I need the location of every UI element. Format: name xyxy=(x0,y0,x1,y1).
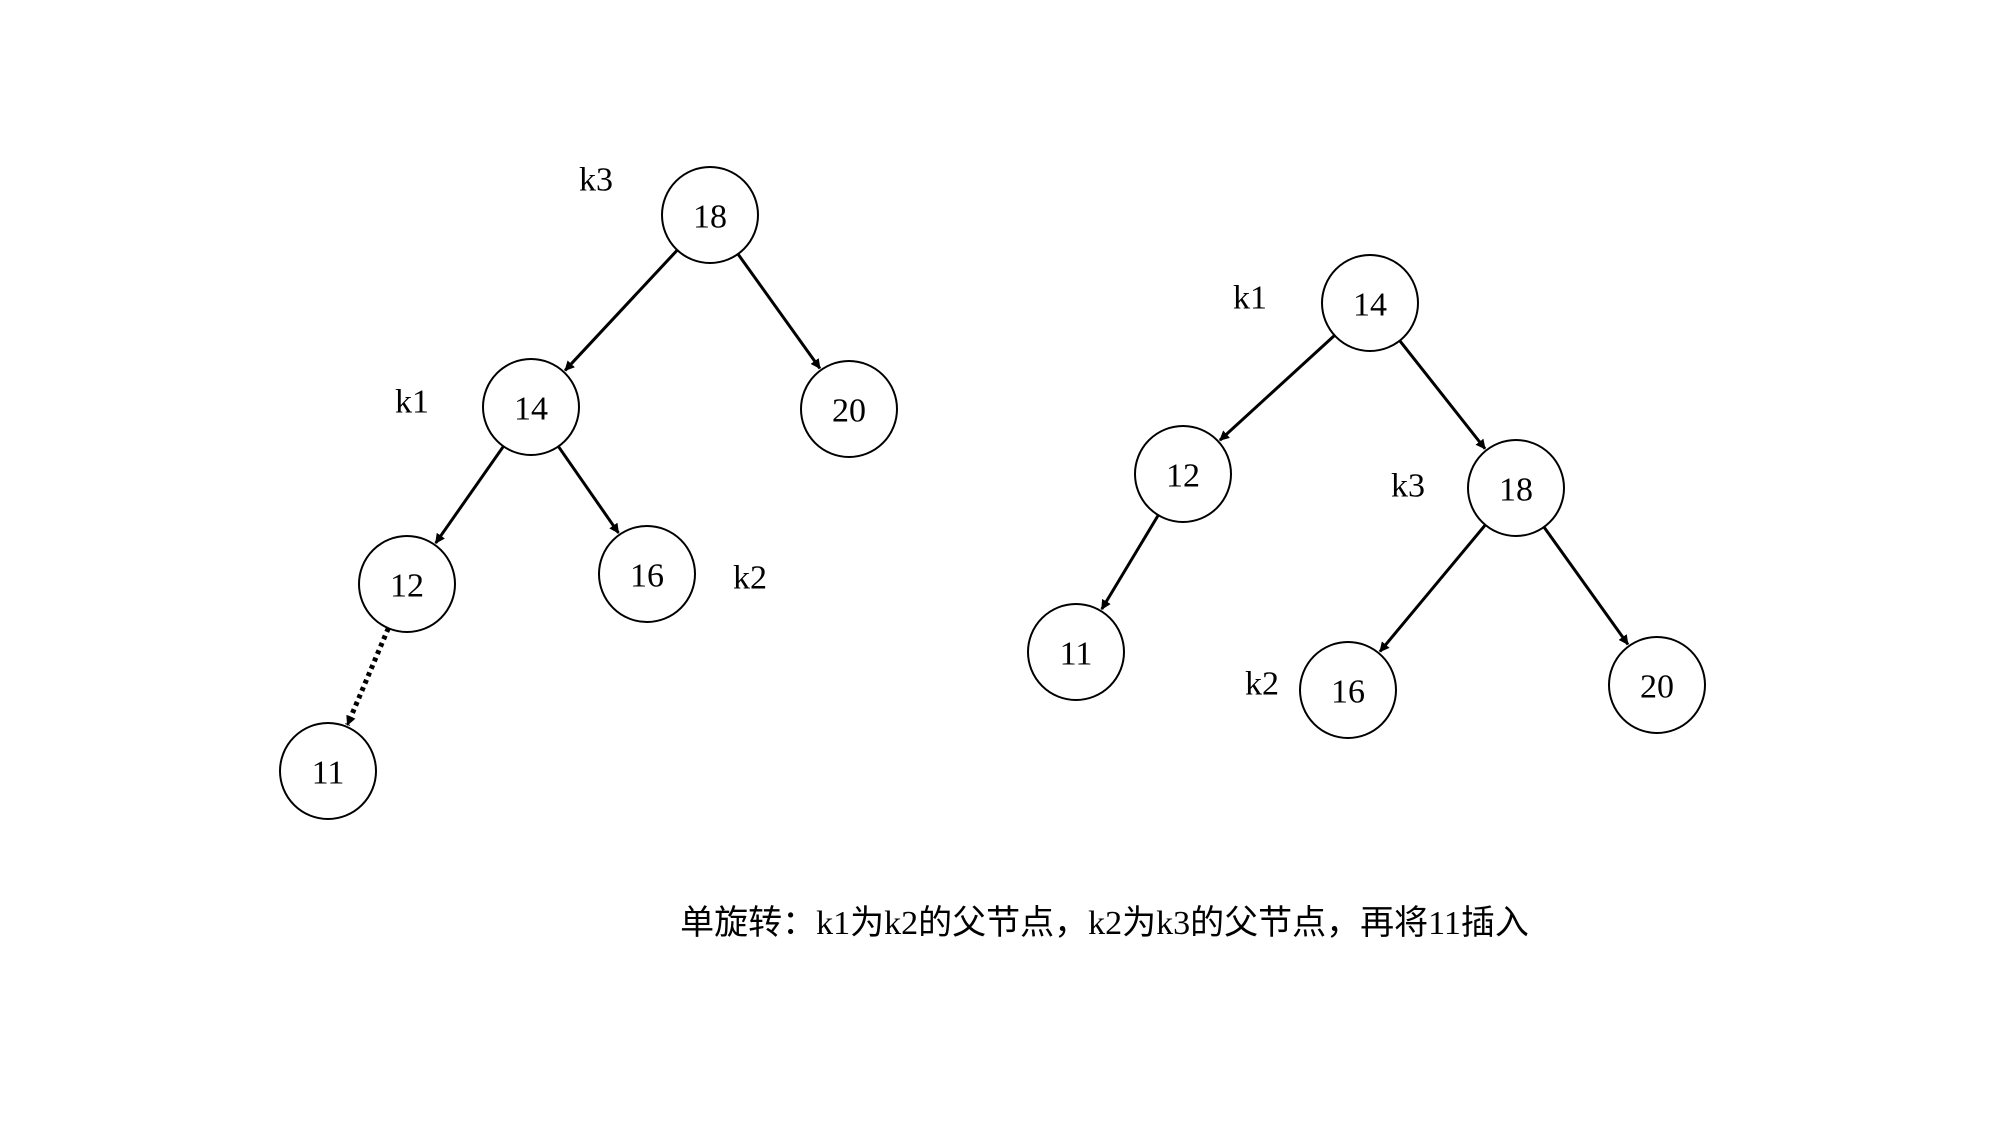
node-value: 14 xyxy=(514,391,548,428)
edge-a18-a20 xyxy=(1542,526,1630,646)
node-value: 18 xyxy=(1499,472,1533,509)
node-circle xyxy=(1299,641,1397,739)
node-value: 16 xyxy=(1331,674,1365,711)
nodes-layer: 18 14 20 12 16 11 14 12 18 11 16 20 xyxy=(279,166,1706,820)
node-tag-a16: k2 xyxy=(1245,666,1279,703)
node-value: 11 xyxy=(1060,636,1093,673)
tree-node-a16: 16 xyxy=(1299,641,1397,739)
node-value: 20 xyxy=(832,393,866,430)
tree-node-a11: 11 xyxy=(1027,603,1125,701)
edge-b14-b16 xyxy=(557,445,620,534)
node-value: 18 xyxy=(693,199,727,236)
tree-node-b20: 20 xyxy=(800,360,898,458)
node-value: 16 xyxy=(630,558,664,595)
edge-a14-a18 xyxy=(1398,339,1487,450)
node-circle xyxy=(598,525,696,623)
node-value: 12 xyxy=(1166,458,1200,495)
diagram-caption: 单旋转：k1为k2的父节点，k2为k3的父节点，再将11插入 xyxy=(680,905,1529,942)
node-value: 20 xyxy=(1640,669,1674,706)
node-tag-b18: k3 xyxy=(579,162,613,199)
node-tag-b14: k1 xyxy=(395,384,429,421)
node-circle xyxy=(1608,636,1706,734)
node-tag-a14: k1 xyxy=(1233,280,1267,317)
node-circle xyxy=(482,358,580,456)
tree-node-b14: 14 xyxy=(482,358,580,456)
node-circle xyxy=(661,166,759,264)
tags-layer: k3 k1 k2 k1 k3 k2 xyxy=(395,162,1425,703)
node-tag-a18: k3 xyxy=(1391,468,1425,505)
tree-node-b12: 12 xyxy=(358,535,456,633)
edge-a14-a12 xyxy=(1218,334,1336,442)
edge-a12-a11 xyxy=(1100,514,1160,611)
edge-b14-b12 xyxy=(434,445,505,544)
node-value: 12 xyxy=(390,568,424,605)
node-value: 14 xyxy=(1353,287,1387,324)
node-circle xyxy=(1027,603,1125,701)
edges-layer xyxy=(345,249,1630,726)
node-tag-b16: k2 xyxy=(733,560,767,597)
tree-node-a14: 14 xyxy=(1321,254,1419,352)
node-circle xyxy=(1134,425,1232,523)
edge-b18-b20 xyxy=(736,253,822,370)
node-circle xyxy=(1321,254,1419,352)
edge-a18-a16 xyxy=(1378,523,1487,653)
tree-node-b16: 16 xyxy=(598,525,696,623)
tree-node-a18: 18 xyxy=(1467,439,1565,537)
tree-node-a12: 12 xyxy=(1134,425,1232,523)
tree-node-b18: 18 xyxy=(661,166,759,264)
node-value: 11 xyxy=(312,755,345,792)
edge-b12-b11 xyxy=(345,627,391,726)
tree-node-a20: 20 xyxy=(1608,636,1706,734)
edge-b18-b14 xyxy=(563,249,679,372)
node-circle xyxy=(279,722,377,820)
node-circle xyxy=(800,360,898,458)
node-circle xyxy=(1467,439,1565,537)
node-circle xyxy=(358,535,456,633)
tree-node-b11: 11 xyxy=(279,722,377,820)
